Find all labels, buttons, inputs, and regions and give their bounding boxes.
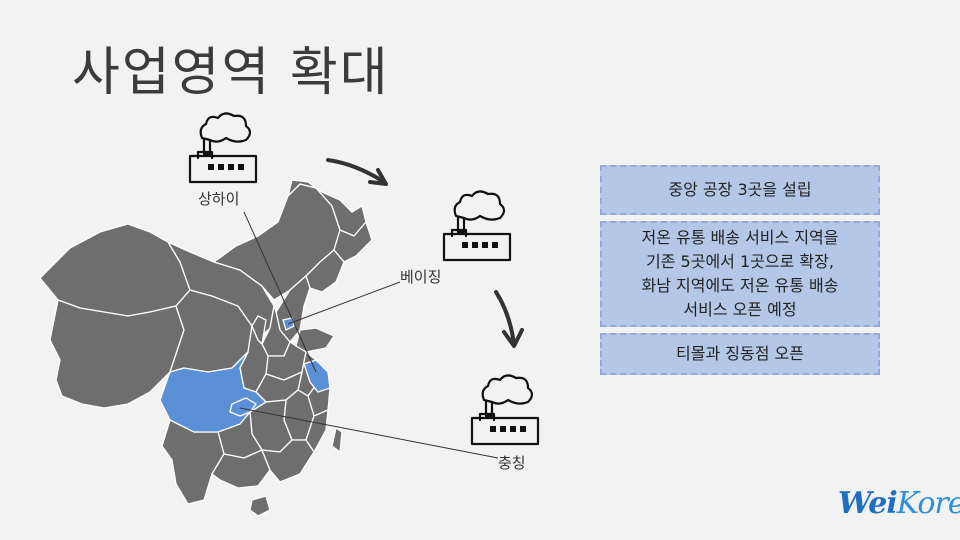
province-shanghai	[303, 359, 331, 393]
city-label-shanghai: 상하이	[198, 190, 240, 208]
info-box-text: 티몰과 징동점 오픈	[676, 344, 804, 363]
info-box-text: 중앙 공장 3곳을 설립	[668, 180, 812, 199]
province-taiwan	[331, 426, 343, 454]
province-guangdong	[260, 439, 315, 483]
leader-line-beijing	[287, 281, 401, 325]
arrow-icon	[326, 158, 388, 186]
info-box-stores: 티몰과 징동점 오픈	[600, 333, 880, 375]
factory-icon	[442, 190, 512, 262]
info-box-text: 저온 유통 배송 서비스 지역을 기존 5곳에서 1곳으로 확장, 화남 지역에…	[641, 228, 839, 319]
page-title: 사업영역 확대	[72, 43, 390, 103]
factory-icon	[188, 112, 258, 184]
city-label-beijing: 베이징	[400, 268, 442, 286]
province-chongqing	[229, 397, 257, 417]
province-heilongjiang	[286, 179, 367, 237]
leader-line-shanghai	[243, 211, 317, 373]
info-box-factories: 중앙 공장 3곳을 설립	[600, 165, 880, 215]
map-provinces	[39, 179, 373, 517]
logo-part-wei: Wei	[838, 486, 898, 521]
province-hainan	[249, 495, 271, 517]
province-guangxi	[211, 449, 271, 489]
city-label-chongqing: 충칭	[498, 454, 526, 472]
province-jilin	[333, 220, 373, 263]
arrow-icon	[494, 290, 524, 348]
logo-part-korea: Korea	[896, 486, 960, 521]
weikorea-logo: WeiKorea	[838, 486, 960, 521]
province-ningxia	[251, 315, 267, 346]
factory-icon	[470, 374, 540, 446]
info-box-cold-chain: 저온 유통 배송 서비스 지역을 기존 5곳에서 1곳으로 확장, 화남 지역에…	[600, 221, 880, 327]
province-tibet	[49, 299, 185, 409]
leader-line-chongqing	[239, 407, 499, 459]
